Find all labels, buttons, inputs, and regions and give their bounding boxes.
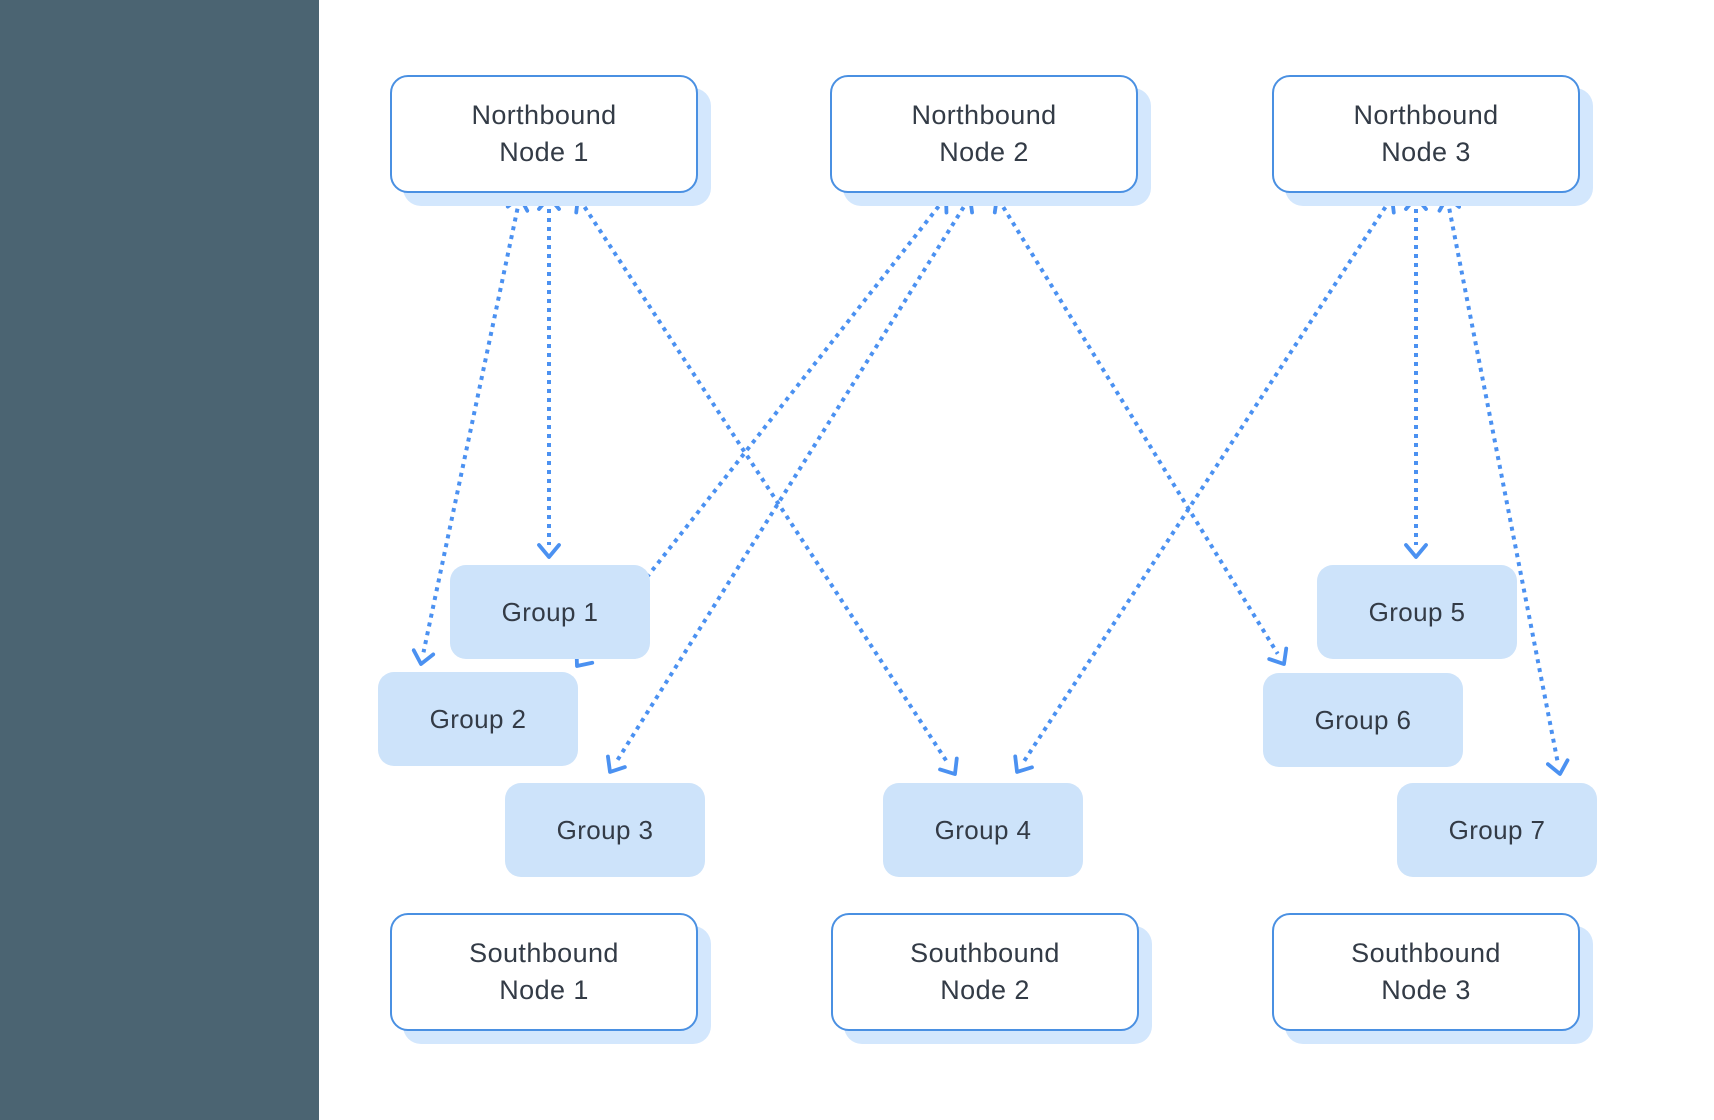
southbound-node-2-label-line1: Southbound [910, 938, 1060, 968]
edge-northbound-node-1-to-group-4 [574, 195, 959, 776]
group-4-label: Group 4 [934, 814, 1032, 845]
northbound-node-3-box: Northbound Node 3 [1272, 75, 1580, 193]
edge-northbound-node-2-to-group-3 [606, 195, 974, 774]
southbound-node-3-label-line2: Node 3 [1381, 975, 1471, 1005]
southbound-node-1-box: Southbound Node 1 [390, 913, 698, 1031]
southbound-node-1-label-line2: Node 1 [499, 975, 589, 1005]
northbound-node-1-label-line1: Northbound [471, 100, 617, 130]
group-3-label: Group 3 [556, 814, 654, 845]
northbound-node-3-label-line1: Northbound [1353, 100, 1499, 130]
southbound-node-1-label-line1: Southbound [469, 938, 619, 968]
northbound-node-3-label-line2: Node 3 [1381, 137, 1471, 167]
group-7-box: Group 7 [1397, 783, 1597, 877]
group-6-box: Group 6 [1263, 673, 1463, 767]
northbound-node-2-box: Northbound Node 2 [830, 75, 1138, 193]
group-1-label: Group 1 [501, 596, 599, 627]
group-5-box: Group 5 [1317, 565, 1517, 659]
group-1-box: Group 1 [450, 565, 650, 659]
southbound-node-3-box: Southbound Node 3 [1272, 913, 1580, 1031]
northbound-node-1-box: Northbound Node 1 [390, 75, 698, 193]
southbound-node-2-box: Southbound Node 2 [831, 913, 1139, 1031]
northbound-node-2-label-line2: Node 2 [939, 137, 1029, 167]
southbound-node-3-label-line1: Southbound [1351, 938, 1501, 968]
group-2-label: Group 2 [429, 703, 527, 734]
edge-northbound-node-2-to-group-6 [992, 195, 1289, 666]
northbound-node-1-label-line2: Node 1 [499, 137, 589, 167]
southbound-node-2-label-line2: Node 2 [940, 975, 1030, 1005]
group-6-label: Group 6 [1314, 704, 1412, 735]
group-2-box: Group 2 [378, 672, 578, 766]
group-7-label: Group 7 [1448, 814, 1546, 845]
left-sidebar-panel [0, 0, 319, 1120]
edge-northbound-node-3-to-group-7 [1437, 195, 1570, 776]
group-5-label: Group 5 [1368, 596, 1466, 627]
northbound-node-2-label-line1: Northbound [911, 100, 1057, 130]
group-4-box: Group 4 [883, 783, 1083, 877]
group-3-box: Group 3 [505, 783, 705, 877]
